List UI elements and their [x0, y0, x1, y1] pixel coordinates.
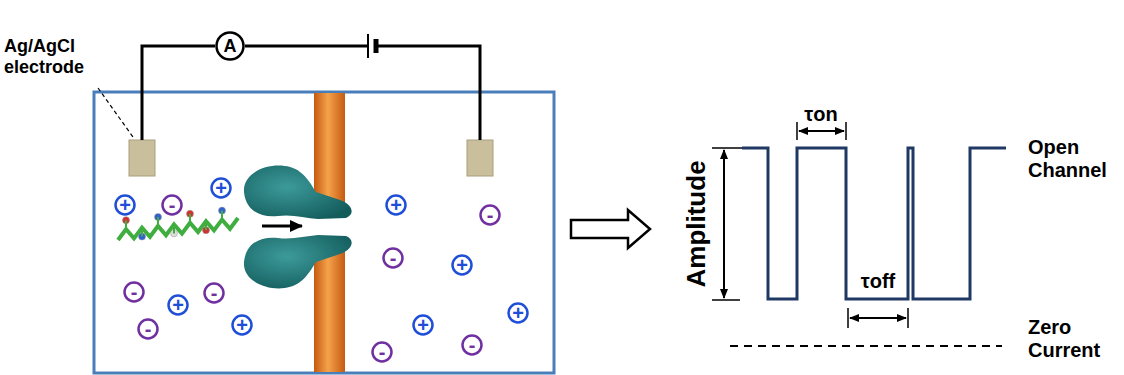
ion-charge: + — [507, 302, 529, 324]
ion-circle: + — [507, 302, 529, 324]
ion-charge: - — [137, 318, 159, 340]
bond — [141, 228, 143, 237]
ion-charge: + — [412, 314, 434, 336]
tick — [907, 308, 909, 328]
ammeter-symbol: A — [215, 31, 245, 61]
molecule-backbone — [118, 218, 238, 240]
electrode — [467, 140, 493, 176]
zero-line — [730, 345, 1002, 347]
electrode — [129, 140, 155, 176]
tick — [845, 122, 847, 140]
ion-charge: - — [382, 247, 404, 269]
membrane — [314, 245, 345, 372]
bond — [125, 220, 127, 229]
tick — [712, 299, 740, 301]
tick — [796, 122, 798, 140]
ion-charge: - — [123, 281, 145, 303]
tau-on-label: τon — [791, 103, 851, 126]
ion-circle: - — [161, 194, 183, 216]
ion-circle: - — [203, 282, 225, 304]
leader-line — [98, 88, 133, 137]
ion-circle: + — [167, 294, 189, 316]
ion-charge: + — [167, 294, 189, 316]
level-label: Zero Current — [1028, 316, 1122, 362]
ion-circle: - — [371, 341, 393, 363]
ion-circle: + — [231, 314, 253, 336]
ion-circle: - — [123, 281, 145, 303]
bond — [221, 211, 223, 220]
current-trace — [742, 148, 1006, 299]
ion-charge: - — [203, 282, 225, 304]
ion-charge: + — [231, 314, 253, 336]
bond — [205, 221, 207, 230]
ion-charge: + — [451, 254, 473, 276]
translocation-arrow — [262, 225, 302, 228]
amplitude-label: Amplitude — [682, 124, 712, 324]
ion-charge: - — [461, 334, 483, 356]
wire — [378, 46, 480, 140]
tick — [847, 308, 849, 328]
amplitude-arrow — [723, 150, 725, 298]
tau-off-label: τoff — [848, 270, 908, 293]
electrode-label: Ag/AgCl electrode — [4, 36, 104, 77]
ion-charge: - — [479, 204, 501, 226]
battery-symbol — [367, 34, 369, 58]
bond — [157, 217, 159, 226]
level-label: Open Channel — [1028, 136, 1122, 182]
wire — [142, 46, 215, 140]
ion-circle: + — [412, 314, 434, 336]
tick — [712, 147, 742, 149]
tau-on-arrow — [799, 130, 844, 132]
tau-off-arrow — [850, 317, 906, 319]
bond — [173, 224, 175, 233]
wire — [245, 45, 368, 48]
ion-circle: + — [210, 177, 232, 199]
ion-circle: - — [461, 334, 483, 356]
battery-symbol — [374, 39, 379, 53]
result-arrow — [571, 210, 650, 248]
ion-circle: - — [479, 204, 501, 226]
ion-circle: - — [382, 247, 404, 269]
bond — [189, 214, 191, 223]
ion-circle: + — [451, 254, 473, 276]
ion-circle: - — [137, 318, 159, 340]
ion-charge: - — [161, 194, 183, 216]
ion-circle: + — [114, 194, 136, 216]
ion-charge: + — [210, 177, 232, 199]
ion-charge: + — [114, 194, 136, 216]
protein-channel — [244, 166, 352, 289]
chamber — [94, 92, 554, 373]
ion-charge: + — [385, 194, 407, 216]
meter-letter: A — [215, 31, 245, 61]
ion-charge: - — [371, 341, 393, 363]
ion-circle: + — [385, 194, 407, 216]
